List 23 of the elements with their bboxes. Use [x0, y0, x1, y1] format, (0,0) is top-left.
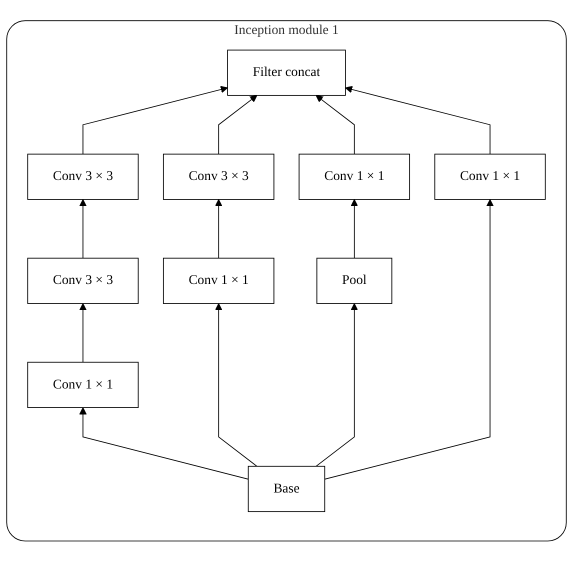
arrow	[345, 86, 490, 155]
arrow	[214, 303, 258, 467]
process-box: Conv 1 × 1	[298, 154, 410, 200]
arrow	[324, 199, 494, 480]
process-box: Conv 3 × 3	[27, 258, 139, 304]
process-box: Conv 1 × 1	[434, 154, 546, 200]
arrow	[316, 303, 358, 467]
process-box: Conv 3 × 3	[27, 154, 139, 200]
arrow	[218, 95, 258, 155]
arrow	[214, 199, 222, 259]
group-title: Inception module 1	[234, 23, 339, 38]
arrow	[79, 407, 249, 480]
process-box: Conv 3 × 3	[162, 154, 274, 200]
process-box: Base	[248, 466, 326, 512]
arrow	[350, 199, 358, 259]
process-box: Pool	[316, 258, 392, 304]
arrow	[79, 199, 87, 259]
arrow	[79, 303, 87, 363]
arrow	[82, 86, 228, 155]
process-box: Filter concat	[227, 50, 346, 96]
arrow	[316, 95, 355, 155]
process-box: Conv 1 × 1	[27, 362, 139, 408]
process-box: Conv 1 × 1	[162, 258, 274, 304]
